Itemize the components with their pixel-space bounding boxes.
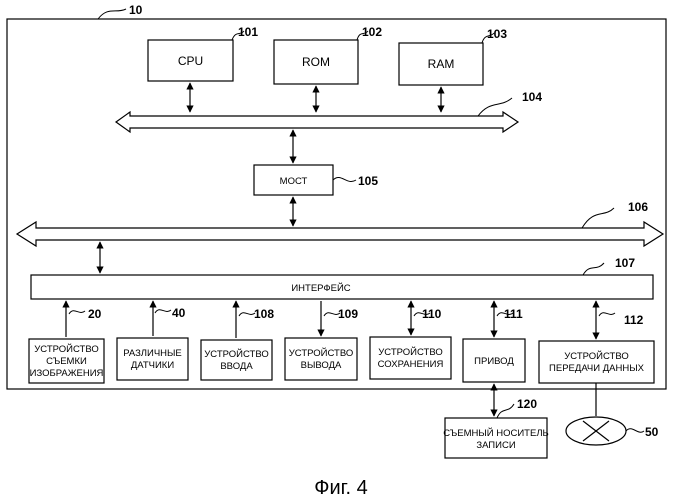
interface-ref: 107 <box>615 256 635 270</box>
output-box <box>285 338 357 380</box>
storage-ref: 110 <box>422 307 442 321</box>
comm-label-2: ПЕРЕДАЧИ ДАННЫХ <box>549 363 645 374</box>
input-ref: 108 <box>254 307 274 321</box>
drive-ref: 111 <box>504 307 523 321</box>
ram-label: RAM <box>428 57 455 71</box>
media-label-2: ЗАПИСИ <box>476 440 515 451</box>
media-ref-leader <box>497 404 514 418</box>
sensors-box <box>117 338 188 380</box>
cpu-ref: 101 <box>238 25 258 39</box>
storage-label-2: СОХРАНЕНИЯ <box>378 359 444 370</box>
media-label-1: СЪЕМНЫЙ НОСИТЕЛЬ <box>443 427 549 439</box>
output-label-2: ВЫВОДА <box>301 360 342 371</box>
input-box <box>201 340 272 380</box>
lower-bus-ref: 106 <box>628 200 648 214</box>
network-ref: 50 <box>645 425 659 439</box>
bridge-ref: 105 <box>358 174 378 188</box>
system-ref-leader <box>98 9 126 19</box>
rom-label: ROM <box>302 55 330 69</box>
sensors-label-1: РАЗЛИЧНЫЕ <box>123 348 182 359</box>
interface-label: ИНТЕРФЕЙС <box>291 282 350 294</box>
cpu-label: CPU <box>178 54 203 68</box>
output-ref: 109 <box>338 307 358 321</box>
comm-ref: 112 <box>624 313 644 327</box>
imaging-label-3: ИЗОБРАЖЕНИЯ <box>30 368 104 379</box>
network-ref-leader <box>626 429 644 433</box>
imaging-ref: 20 <box>88 307 102 321</box>
rom-ref: 102 <box>362 25 382 39</box>
comm-box <box>539 341 654 383</box>
input-label-2: ВВОДА <box>220 361 253 372</box>
sensors-label-2: ДАТЧИКИ <box>131 360 175 371</box>
imaging-label-2: СЪЕМКИ <box>46 356 87 367</box>
system-ref: 10 <box>129 3 143 17</box>
drive-label: ПРИВОД <box>474 356 514 367</box>
input-label-1: УСТРОЙСТВО <box>204 348 269 360</box>
imaging-label-1: УСТРОЙСТВО <box>34 343 99 355</box>
comm-label-1: УСТРОЙСТВО <box>564 350 629 362</box>
sensors-ref: 40 <box>172 306 186 320</box>
network-icon <box>566 417 626 445</box>
media-ref: 120 <box>517 397 537 411</box>
figure-caption: Фиг. 4 <box>314 477 367 499</box>
storage-label-1: УСТРОЙСТВО <box>378 346 443 358</box>
upper-bus-ref: 104 <box>522 90 542 104</box>
storage-box <box>370 337 451 379</box>
output-label-1: УСТРОЙСТВО <box>289 347 354 359</box>
bridge-label: МОСТ <box>280 176 308 187</box>
ram-ref: 103 <box>487 27 507 41</box>
